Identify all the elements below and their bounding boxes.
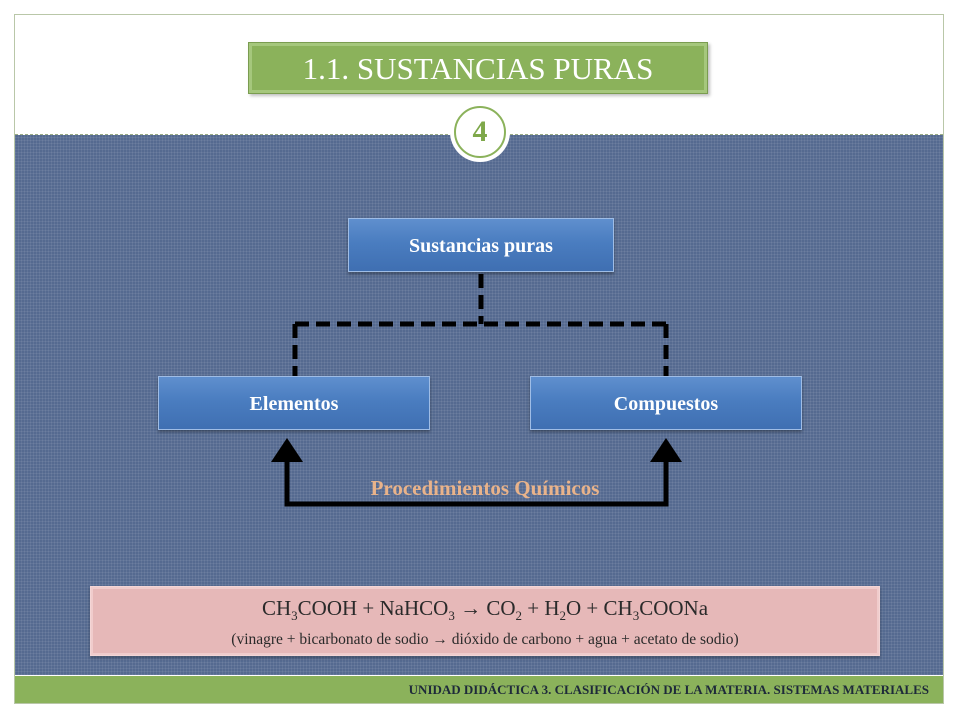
slide-number-badge: 4 <box>454 106 506 158</box>
slide-frame <box>14 14 944 704</box>
equation-description: (vinagre + bicarbonato de sodio → dióxid… <box>231 631 739 649</box>
reaction-formula-box: CH3COOH + NaHCO3 → CO2 + H2O + CH3COONa … <box>90 586 880 656</box>
slide-title: 1.1. SUSTANCIAS PURAS <box>248 42 708 94</box>
node-compuestos: Compuestos <box>530 376 802 430</box>
node-elementos: Elementos <box>158 376 430 430</box>
chemical-equation: CH3COOH + NaHCO3 → CO2 + H2O + CH3COONa <box>261 596 709 624</box>
footer-bar: UNIDAD DIDÁCTICA 3. CLASIFICACIÓN DE LA … <box>15 676 943 703</box>
procedimientos-quimicos-label: Procedimientos Químicos <box>370 476 600 500</box>
node-sustancias-puras: Sustancias puras <box>348 218 614 272</box>
footer-text: UNIDAD DIDÁCTICA 3. CLASIFICACIÓN DE LA … <box>408 682 929 697</box>
